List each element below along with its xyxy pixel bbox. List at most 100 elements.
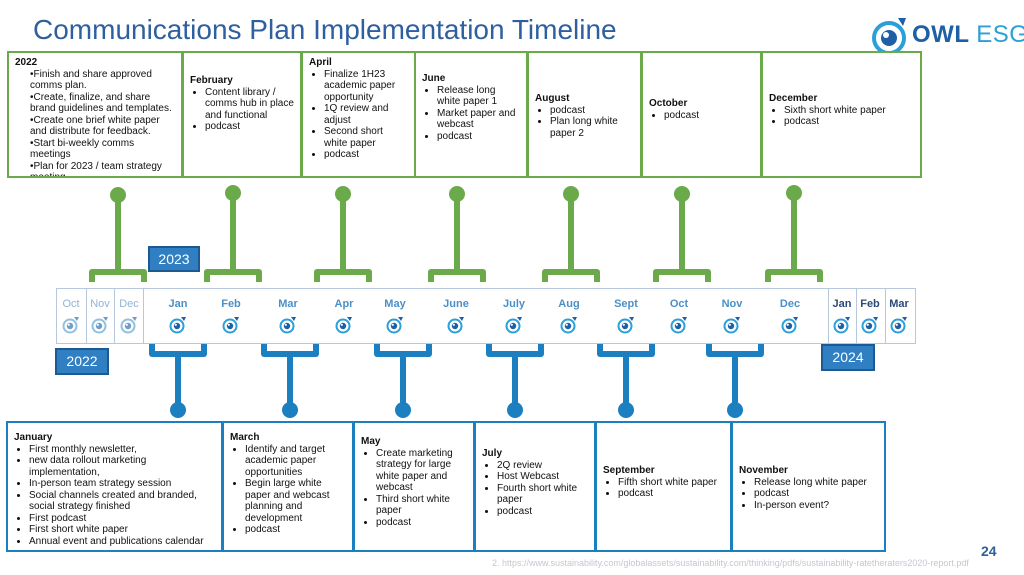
month-label-oct: Oct (669, 298, 689, 310)
owl-eye-icon (617, 317, 634, 334)
list-item: •Finish and share approved comms plan. (30, 68, 152, 92)
list-december: Sixth short white paperpodcast (769, 105, 914, 128)
owl-eye-icon (120, 317, 137, 334)
list-item: Release long white paper (754, 477, 878, 489)
owl-eye-icon (723, 317, 740, 334)
box-march: March Identify and target academic paper… (222, 421, 354, 552)
owl-eye-icon (833, 317, 850, 334)
month-label-may: May (384, 298, 406, 310)
list-item: podcast (497, 506, 588, 518)
list-item: podcast (754, 488, 878, 500)
list-item: 1Q review and adjust (324, 103, 408, 126)
owl-eye-icon (447, 317, 464, 334)
list-item: podcast (245, 524, 346, 536)
month-label-july: July (502, 298, 526, 310)
year-label-2023: 2023 (148, 246, 200, 272)
list-item: •Create one brief white paper and distri… (30, 114, 160, 138)
list-item: •Plan for 2023 / team strategy meeting (30, 160, 162, 178)
owl-eye-icon (386, 317, 403, 334)
list-item: First monthly newsletter, (29, 444, 215, 456)
list-item: podcast (324, 149, 408, 161)
box-may: May Create marketing strategy for large … (353, 421, 475, 552)
owl-eye-icon (670, 317, 687, 334)
list-item: Identify and target academic paper oppor… (245, 444, 346, 479)
box-july: July 2Q reviewHost WebcastFourth short w… (474, 421, 596, 552)
month-label-june: June (443, 298, 469, 310)
owl-eye-icon (872, 18, 906, 55)
list-item: In-person team strategy session (29, 478, 215, 490)
month-label-apr: Apr (334, 298, 354, 310)
bar-divider (114, 289, 115, 343)
list-item: Market paper and webcast (437, 108, 520, 131)
month-label-feb: Feb (221, 298, 241, 310)
month-label-sept: Sept (614, 298, 638, 310)
month-label-dec: Dec (119, 298, 139, 310)
owl-eye-icon (335, 317, 352, 334)
list-item: podcast (550, 105, 634, 117)
month-label-jan: Jan (168, 298, 188, 310)
list-item: Release long white paper 1 (437, 85, 520, 108)
list-item: In-person event? (754, 500, 878, 512)
month-label-mar: Mar (889, 298, 909, 310)
list-item: podcast (664, 110, 754, 122)
box-february: February Content library / comms hub in … (182, 51, 302, 178)
list-item: Create marketing strategy for large whit… (376, 448, 467, 494)
logo-text: OWL ESG (912, 21, 1024, 48)
box-november: November Release long white paperpodcast… (731, 421, 886, 552)
list-november: Release long white paperpodcastIn-person… (739, 477, 878, 512)
top-connectors (89, 185, 823, 282)
owl-eye-icon (279, 317, 296, 334)
list-item: Host Webcast (497, 471, 588, 483)
list-2022: •Finish and share approved comms plan. •C… (15, 68, 175, 178)
source-footnote: 2. https://www.sustainability.com/global… (492, 558, 969, 568)
list-item: •Start bi-weekly comms meetings (30, 137, 135, 161)
list-item: Fourth short white paper (497, 483, 588, 506)
list-item: Sixth short white paper (784, 105, 914, 117)
list-item: Second short white paper (324, 126, 408, 149)
list-item: 2Q review (497, 460, 588, 472)
list-item: First podcast (29, 513, 215, 525)
bar-divider (828, 289, 829, 343)
list-august: podcastPlan long white paper 2 (535, 105, 634, 140)
month-label-feb: Feb (860, 298, 880, 310)
box-august: August podcastPlan long white paper 2 (527, 51, 642, 178)
owl-eye-icon (505, 317, 522, 334)
month-label-nov: Nov (721, 298, 743, 310)
list-item: podcast (205, 121, 294, 133)
list-item: Annual event and publications calendar (29, 536, 215, 548)
owl-eye-icon (91, 317, 108, 334)
owl-eye-icon (890, 317, 907, 334)
list-item: Plan long white paper 2 (550, 116, 634, 139)
owl-eye-icon (222, 317, 239, 334)
bar-divider (885, 289, 886, 343)
box-december: December Sixth short white paperpodcast (761, 51, 922, 178)
box-january: January First monthly newsletter,new dat… (6, 421, 223, 552)
list-september: Fifth short white paperpodcast (603, 477, 724, 500)
owl-eye-icon (781, 317, 798, 334)
box-june: June Release long white paper 1Market pa… (414, 51, 528, 178)
box-october: October podcast (641, 51, 762, 178)
list-item: new data rollout marketing implementatio… (29, 455, 215, 478)
box-april: April Finalize 1H23 academic paper oppor… (301, 51, 416, 178)
owl-esg-logo: OWL ESG (872, 14, 1024, 60)
owl-eye-icon (861, 317, 878, 334)
month-label-dec: Dec (779, 298, 801, 310)
bottom-connectors (149, 344, 764, 418)
month-label-oct: Oct (62, 298, 80, 310)
list-april: Finalize 1H23 academic paper opportunity… (309, 69, 408, 161)
bar-divider (856, 289, 857, 343)
list-item: podcast (376, 517, 467, 529)
list-item: Social channels created and branded, soc… (29, 490, 215, 513)
owl-eye-icon (169, 317, 186, 334)
page-number: 24 (981, 543, 997, 559)
list-february: Content library / comms hub in place and… (190, 87, 294, 133)
list-item: podcast (618, 488, 724, 500)
list-june: Release long white paper 1Market paper a… (422, 85, 520, 143)
owl-eye-icon (62, 317, 79, 334)
timeline-bar (56, 288, 916, 344)
page-title: Communications Plan Implementation Timel… (33, 14, 617, 45)
month-label-nov: Nov (90, 298, 110, 310)
list-item: Finalize 1H23 academic paper opportunity (324, 69, 408, 104)
list-may: Create marketing strategy for large whit… (361, 448, 467, 529)
box-september: September Fifth short white paperpodcast (595, 421, 732, 552)
